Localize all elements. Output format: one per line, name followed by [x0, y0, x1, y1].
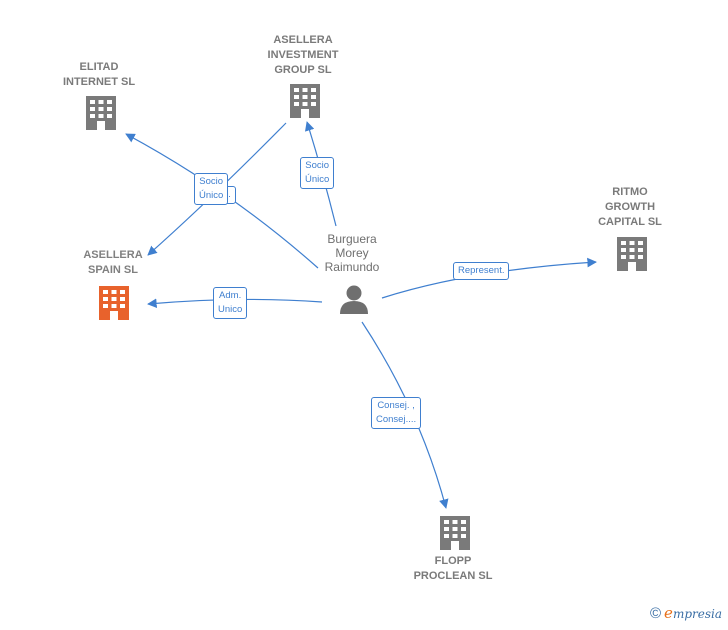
- edge-label-socio-unico-left[interactable]: Socio Único: [194, 173, 229, 205]
- node-asellera-spain-label[interactable]: ASELLERA SPAIN SL: [83, 249, 143, 276]
- building-icon-asellera-spain: [99, 286, 129, 320]
- node-flopp-label[interactable]: FLOPP PROCLEAN SL: [413, 555, 493, 582]
- brand-footer: ©empresia: [650, 604, 722, 622]
- person-icon: [340, 285, 368, 314]
- brand-initial: e: [664, 604, 673, 622]
- node-ritmo-label[interactable]: RITMO GROWTH CAPITAL SL: [598, 186, 662, 228]
- edge-label-adm-unico[interactable]: Adm. Unico: [213, 287, 248, 319]
- node-asellera-investment-label[interactable]: ASELLERA INVESTMENT GROUP SL: [267, 34, 339, 76]
- building-icon-ritmo: [617, 237, 647, 271]
- node-person-label[interactable]: Burguera Morey Raimundo: [324, 232, 380, 274]
- brand-name: mpresia: [672, 607, 722, 621]
- copyright-symbol: ©: [649, 605, 662, 622]
- edge-label-represent[interactable]: Represent.: [453, 262, 510, 280]
- node-elitad-label[interactable]: ELITAD INTERNET SL: [62, 61, 136, 88]
- building-icon-flopp: [440, 516, 470, 550]
- building-icon-elitad: [86, 96, 116, 130]
- edge-label-consej[interactable]: Consej. , Consej....: [371, 397, 422, 429]
- building-icon-asellera-investment: [290, 84, 320, 118]
- edge-label-socio-unico-top[interactable]: Socio Único: [300, 157, 335, 189]
